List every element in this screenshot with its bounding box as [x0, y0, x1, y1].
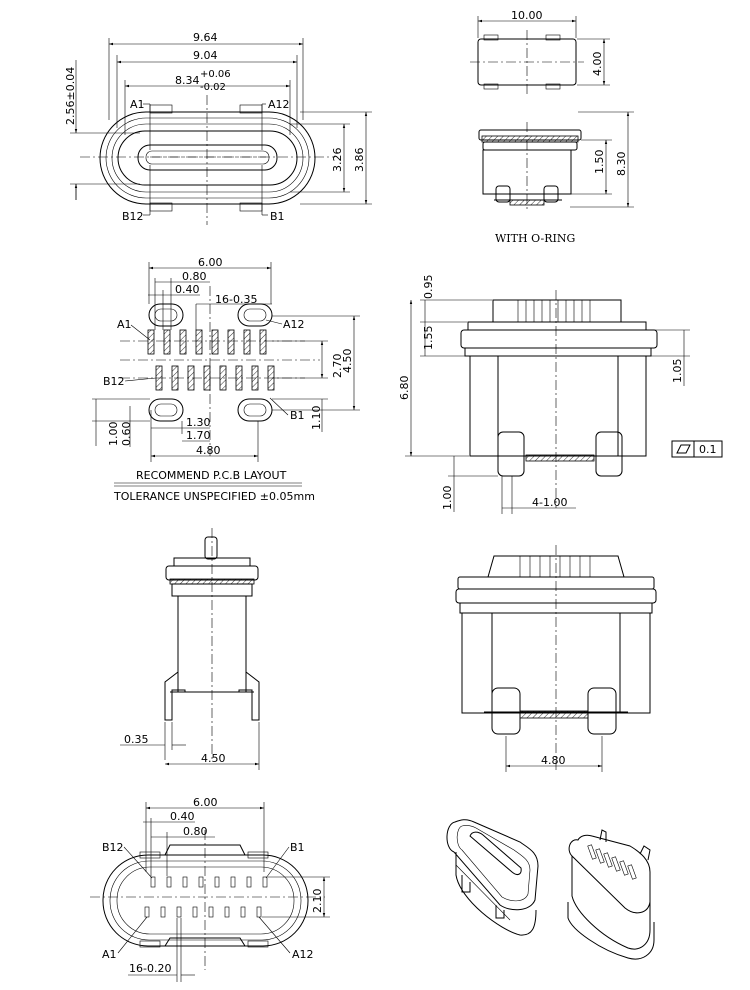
oring-caption: WITH O-RING: [495, 232, 575, 245]
pcb-dim-4-50: 4.50: [341, 349, 354, 374]
pcb-dim-1-70: 1.70: [186, 429, 211, 442]
dim-front-height-left: 2.56±0.04: [64, 67, 77, 125]
iso-view-front: [446, 819, 539, 936]
bottom-dim-0-80: 0.80: [183, 825, 208, 838]
pcb-pin-a1: A1: [117, 318, 132, 331]
back-view-ribs: [519, 556, 591, 577]
bottom-pins-row-a: [144, 906, 262, 918]
bottom-dim-2-10: 2.10: [311, 889, 324, 914]
pcb-tolerance: TOLERANCE UNSPECIFIED ±0.05mm: [113, 490, 315, 503]
bottom-pin-b12: B12: [102, 841, 124, 854]
back-dim-4-80: 4.80: [541, 754, 566, 767]
bottom-pin-b1: B1: [290, 841, 305, 854]
bottom-dim-pitch: 16-0.20: [129, 962, 171, 975]
back-view-contacts: [519, 710, 589, 719]
side-dim-1-55: 1.55: [422, 326, 435, 351]
bottom-dim-6-00: 6.00: [193, 796, 218, 809]
bottom-pins-row-b: [150, 876, 268, 888]
pcb-pads-row-a: [147, 329, 267, 355]
iso-view-rear: [567, 829, 655, 960]
pcb-dim-2-70: 2.70: [331, 354, 344, 379]
pcb-pin-a12: A12: [283, 318, 305, 331]
end-dim-0-35: 0.35: [124, 733, 149, 746]
front-view: 9.64 9.04 8.34 +0.06 -0.02 2.56±0.04 3.2…: [64, 31, 372, 225]
bottom-view: 6.00 0.40 0.80 B12 B1 2.10 A1 A12 16-0.2…: [90, 796, 330, 982]
dim-top-height: 4.00: [591, 52, 604, 77]
end-dim-4-50: 4.50: [201, 752, 226, 765]
pcb-dim-6-00: 6.00: [198, 256, 223, 269]
side-view-contacts: [525, 454, 595, 462]
pcb-dim-1-10: 1.10: [310, 406, 323, 431]
dim-top-width: 10.00: [511, 9, 543, 22]
side-view-ribs: [517, 300, 591, 322]
side-dim-0-95: 0.95: [422, 275, 435, 300]
side-dim-1-05: 1.05: [671, 359, 684, 384]
dim-oring-small: 1.50: [593, 150, 606, 175]
iso-rear-contacts: [587, 844, 637, 880]
side-flatness-value: 0.1: [699, 443, 717, 456]
dim-front-height-outer: 3.86: [353, 148, 366, 173]
top-view: 10.00 4.00: [470, 9, 610, 94]
end-view: 0.35 4.50: [120, 528, 260, 770]
bottom-pin-a12: A12: [292, 948, 314, 961]
pcb-dim-4-80: 4.80: [196, 444, 221, 457]
pcb-dim-0-60: 0.60: [120, 422, 133, 447]
pcb-dim-1-00: 1.00: [107, 422, 120, 447]
pcb-dim-pads: 16-0.35: [215, 293, 257, 306]
front-pin-a1: A1: [130, 98, 145, 111]
back-view: 4.80: [455, 545, 657, 772]
dim-front-width-mid: 9.04: [193, 49, 218, 62]
pcb-pin-b12: B12: [103, 375, 125, 388]
pcb-layout: 6.00 0.80 0.40 16-0.35 A1 A12 B12 B1 2.7…: [92, 256, 360, 503]
dim-front-tol-plus: +0.06: [200, 69, 231, 80]
pcb-dim-0-80: 0.80: [182, 270, 207, 283]
front-pin-b12: B12: [122, 210, 144, 223]
dim-front-tol-minus: -0.02: [200, 82, 226, 93]
bottom-dim-0-40: 0.40: [170, 810, 195, 823]
dim-front-height-inner: 3.26: [331, 148, 344, 173]
pcb-pads-row-b: [155, 365, 275, 391]
oring-side-view: 1.50 8.30 WITH O-RING: [478, 111, 634, 245]
side-dim-1-00: 1.00: [441, 486, 454, 511]
front-pin-a12: A12: [268, 98, 290, 111]
side-dim-pitch: 4-1.00: [532, 496, 567, 509]
pcb-title: RECOMMEND P.C.B LAYOUT: [136, 469, 287, 482]
bottom-pin-a1: A1: [102, 948, 117, 961]
pcb-dim-1-30: 1.30: [186, 416, 211, 429]
dim-front-width-outer: 9.64: [193, 31, 218, 44]
side-dim-6-80: 6.80: [398, 376, 411, 401]
front-pin-b1: B1: [270, 210, 285, 223]
side-view: 0.95 1.55 6.80 1.05 0.1 1.00 4-1.00: [398, 275, 723, 514]
pcb-pin-b1: B1: [290, 409, 305, 422]
pcb-dim-0-40: 0.40: [175, 283, 200, 296]
flatness-icon: [676, 444, 691, 454]
dim-oring-total: 8.30: [615, 152, 628, 177]
dim-front-width-inner: 8.34: [175, 74, 200, 87]
oring-side-contacts: [509, 199, 545, 206]
